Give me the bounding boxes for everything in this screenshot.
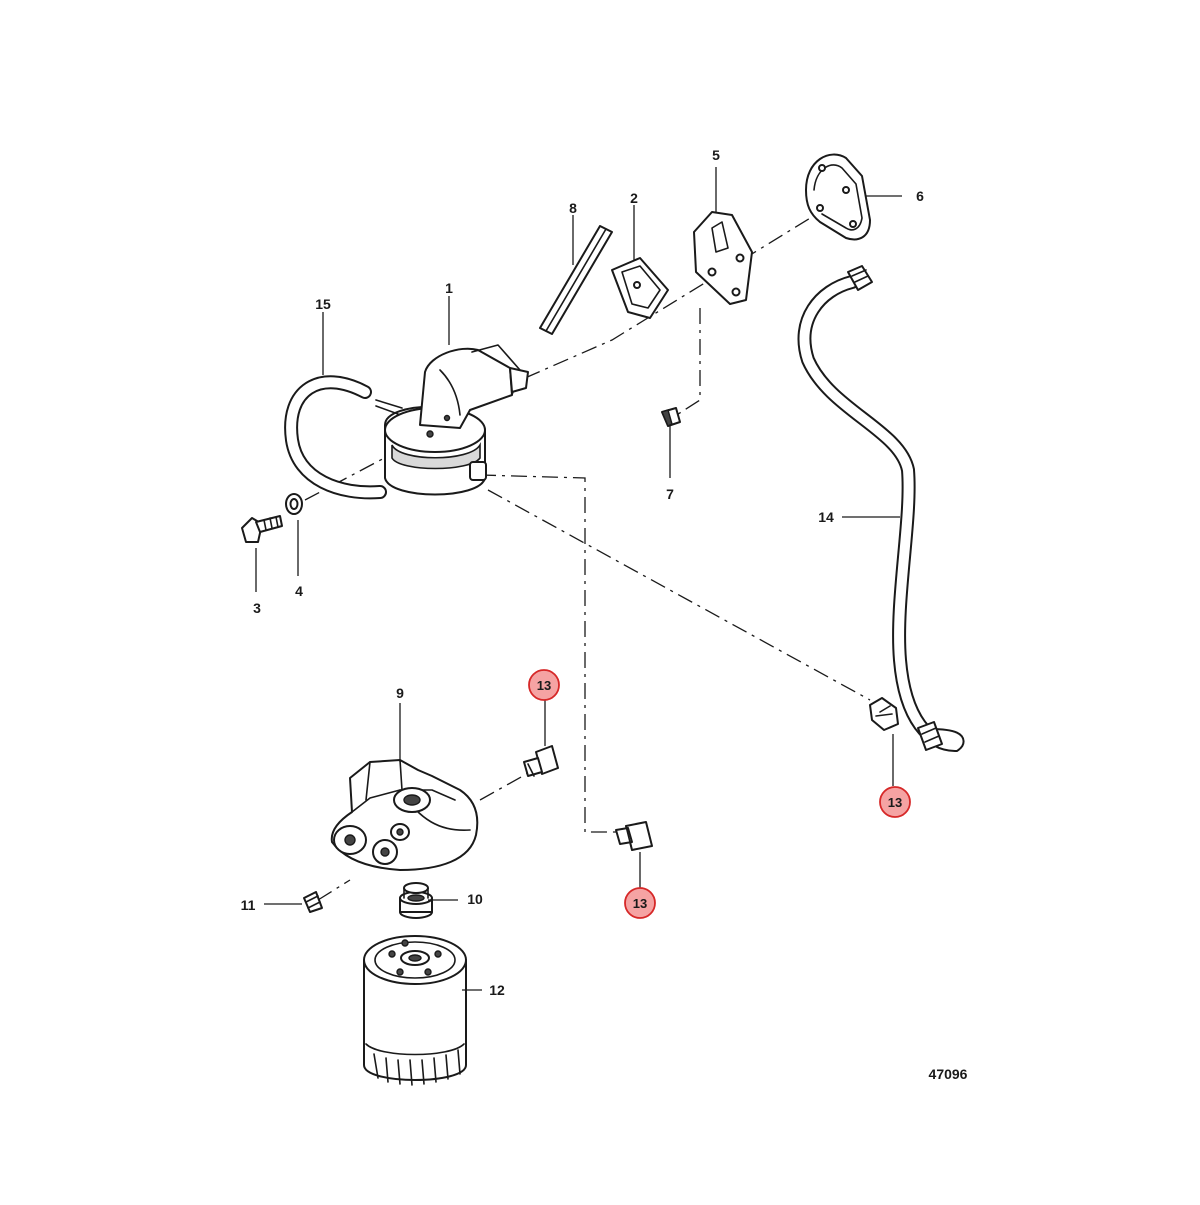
label-part-7: 7 bbox=[666, 486, 674, 502]
bolt-part-3 bbox=[241, 515, 283, 543]
label-part-8: 8 bbox=[569, 200, 577, 216]
callout-13-lower: 13 bbox=[624, 887, 656, 919]
plug-part-7 bbox=[661, 407, 681, 427]
callout-13-head: 13 bbox=[528, 669, 560, 701]
label-part-3: 3 bbox=[253, 600, 261, 616]
nipple-part-10 bbox=[399, 882, 433, 919]
cover-plate-part-6 bbox=[805, 153, 871, 241]
gasket-part-2 bbox=[611, 257, 669, 319]
label-part-9: 9 bbox=[396, 685, 404, 701]
fuel-line-part-14 bbox=[797, 265, 965, 753]
assembly-line-pump-to-line-fitting bbox=[487, 489, 871, 701]
leader-lines bbox=[255, 167, 902, 991]
assembly-line-pump-to-fitting-13 bbox=[479, 474, 620, 833]
fitting-part-13-line bbox=[869, 697, 899, 731]
filter-head-part-9 bbox=[330, 759, 479, 871]
label-part-2: 2 bbox=[630, 190, 638, 206]
label-part-6: 6 bbox=[916, 188, 924, 204]
fitting-part-13-lower bbox=[615, 821, 653, 851]
assembly-line-filter-head-fitting bbox=[479, 771, 531, 801]
label-part-5: 5 bbox=[712, 147, 720, 163]
label-part-12: 12 bbox=[489, 982, 505, 998]
washer-part-4 bbox=[285, 493, 303, 515]
label-part-15: 15 bbox=[315, 296, 331, 312]
fuel-pump-part-1 bbox=[375, 344, 529, 496]
label-part-11: 11 bbox=[241, 897, 256, 913]
plug-part-11 bbox=[303, 891, 323, 913]
fitting-part-13-head bbox=[523, 745, 559, 777]
push-rod-part-8 bbox=[539, 225, 613, 335]
label-part-10: 10 bbox=[467, 891, 483, 907]
assembly-line-plug-11 bbox=[317, 879, 351, 901]
label-part-13-lower: 13 bbox=[633, 896, 647, 911]
label-part-4: 4 bbox=[295, 583, 303, 599]
label-part-13-head: 13 bbox=[537, 678, 551, 693]
assembly-line-plug-7 bbox=[671, 308, 701, 419]
callout-13-line: 13 bbox=[879, 786, 911, 818]
callouts-part-13: 13 13 13 bbox=[528, 669, 911, 919]
part-labels: 1 2 3 4 5 6 7 8 9 10 11 12 14 15 bbox=[241, 147, 925, 998]
plate-part-5 bbox=[693, 211, 753, 305]
label-part-1: 1 bbox=[445, 280, 453, 296]
label-part-14: 14 bbox=[818, 509, 834, 525]
label-part-13-line: 13 bbox=[888, 795, 902, 810]
figure-number: 47096 bbox=[929, 1066, 968, 1082]
filter-part-12 bbox=[363, 935, 467, 1086]
hose-part-15 bbox=[284, 375, 387, 500]
